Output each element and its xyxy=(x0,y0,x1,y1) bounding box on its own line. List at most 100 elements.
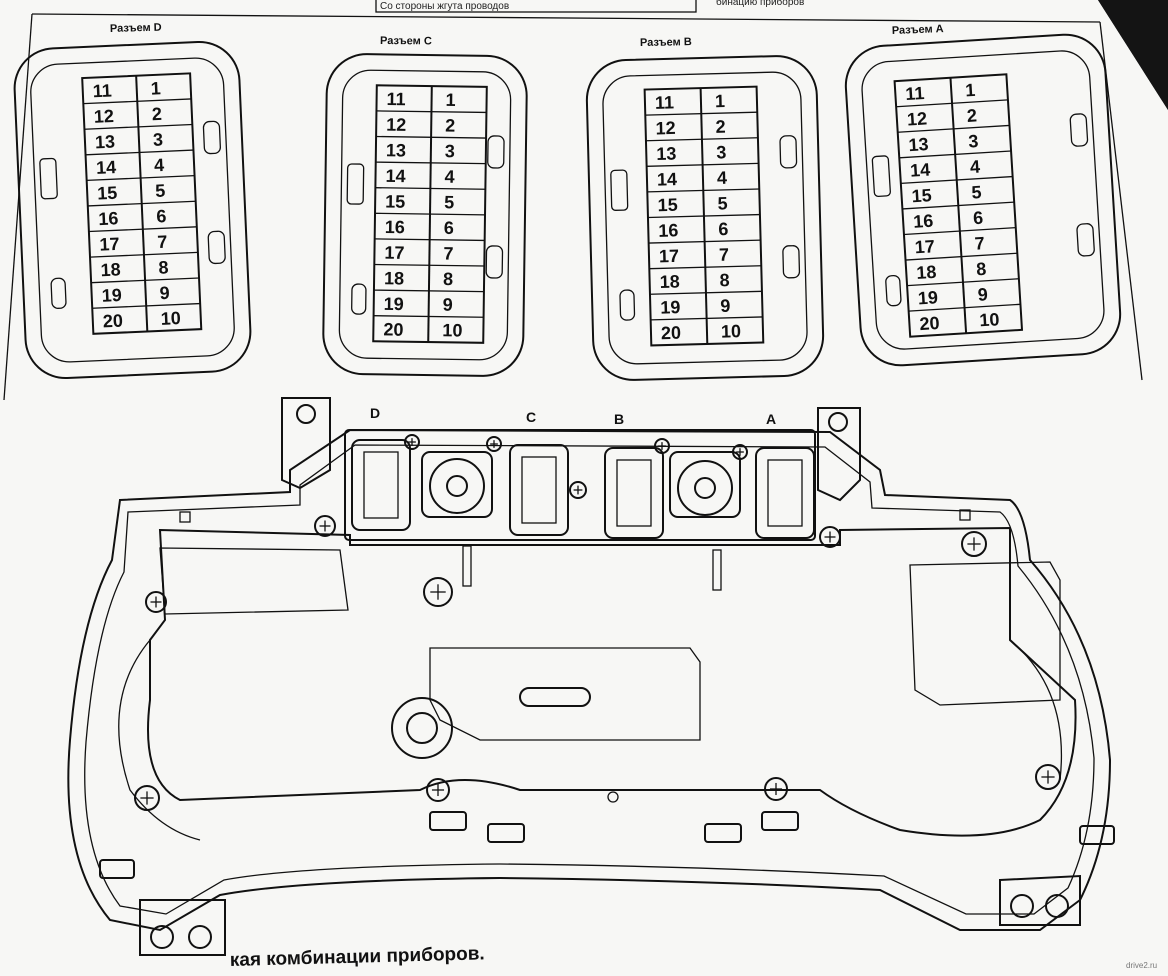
pin-number: 18 xyxy=(916,262,937,283)
connector-key-right xyxy=(202,120,221,155)
connector-key-left-lower xyxy=(885,274,902,307)
pin-number: 17 xyxy=(659,246,680,267)
pin-row-line xyxy=(905,252,1018,261)
pin-number: 16 xyxy=(98,208,119,229)
connector-latch-left xyxy=(871,155,891,198)
pin-number: 19 xyxy=(101,285,122,306)
screws xyxy=(134,434,1061,811)
watermark: drive2.ru xyxy=(1126,961,1157,970)
bottom-clip-2 xyxy=(487,823,525,843)
pin-number: 2 xyxy=(151,104,162,124)
mount-hole-left-2 xyxy=(188,925,212,949)
pin-row-line xyxy=(645,137,758,142)
left-boss-inner xyxy=(406,712,438,744)
screw-icon xyxy=(819,526,841,548)
left-boss-outer xyxy=(391,697,453,759)
receptacle-letter-a: A xyxy=(766,411,776,427)
screw-icon xyxy=(654,438,670,454)
pin-number: 10 xyxy=(979,309,1000,330)
cluster-left-bulge xyxy=(118,639,201,841)
pin-number: 6 xyxy=(444,218,454,238)
pin-number: 20 xyxy=(661,323,682,344)
pin-number: 6 xyxy=(718,219,729,239)
right-tab-hole xyxy=(828,412,848,432)
pin-number: 17 xyxy=(99,234,120,255)
pin-number: 8 xyxy=(443,269,453,289)
pin-number: 18 xyxy=(100,259,121,280)
pin-number: 16 xyxy=(658,220,679,241)
pin-number: 2 xyxy=(445,115,455,135)
connector-title: Разъем B xyxy=(640,36,692,49)
pin-row-line xyxy=(647,188,760,193)
pin-number: 13 xyxy=(386,140,406,160)
pin-row-line xyxy=(376,135,487,139)
cluster-housing-outline xyxy=(67,428,1112,932)
bottom-clip-4 xyxy=(761,811,799,831)
pin-row-line xyxy=(83,98,192,105)
connector-title: Разъем C xyxy=(380,35,432,47)
paper-shadow-edge xyxy=(1098,0,1168,110)
pin-row-line xyxy=(908,303,1021,312)
connector-key-right-lower xyxy=(1076,223,1095,257)
cluster-rear-cover xyxy=(147,526,1077,837)
pin-number: 6 xyxy=(972,208,983,229)
connector-latch-left xyxy=(346,163,365,205)
screw-icon xyxy=(426,778,450,802)
pin-number: 13 xyxy=(95,132,116,153)
pin-row-line xyxy=(899,150,1012,159)
cluster-housing-inner xyxy=(84,444,1095,915)
connector-outer-outline xyxy=(844,33,1122,367)
pin-number: 9 xyxy=(977,284,988,305)
left-tab-hole xyxy=(296,404,316,424)
receptacle-c xyxy=(509,444,569,536)
pin-number: 3 xyxy=(968,131,979,152)
pin-number: 15 xyxy=(657,195,678,216)
connector-inner-outline xyxy=(861,50,1105,350)
pin-number: 12 xyxy=(386,115,406,135)
pin-number: 4 xyxy=(969,157,980,178)
square-mark-right xyxy=(959,509,971,521)
mount-ear-right xyxy=(999,874,1081,926)
receptacle-letter-b: B xyxy=(614,411,624,427)
pin-number: 16 xyxy=(913,211,934,232)
pin-number: 5 xyxy=(717,193,728,213)
pin-number: 7 xyxy=(719,245,730,265)
screw-icon xyxy=(314,515,336,537)
pin-number: 9 xyxy=(443,295,453,315)
center-raised-plate xyxy=(429,647,701,741)
pin-number: 10 xyxy=(721,321,742,342)
pin-row-line xyxy=(85,149,194,156)
cluster-back-panel: D C B A xyxy=(67,397,1115,956)
screw-icon xyxy=(764,777,788,801)
pin-row-line xyxy=(86,175,195,182)
pin-row-line xyxy=(896,99,1008,108)
pin-number: 14 xyxy=(96,157,117,178)
pin-row-line xyxy=(84,123,193,130)
bottom-clip-3 xyxy=(704,823,742,843)
pin-number: 4 xyxy=(154,155,165,175)
pin-number: 13 xyxy=(656,144,677,165)
receptacle-letter-d: D xyxy=(370,405,380,421)
pin-number: 15 xyxy=(385,191,405,211)
pin-row-line xyxy=(88,226,197,233)
bottom-clip-5 xyxy=(99,859,135,879)
connector-inner-outline xyxy=(30,57,235,363)
connector-outer-outline xyxy=(13,40,252,380)
right-tab-bracket xyxy=(817,407,861,502)
pivot-knob-right xyxy=(669,451,741,518)
pin-number: 3 xyxy=(153,129,164,149)
pin-row-line xyxy=(649,290,762,295)
header-box-note: Со стороны жгута проводов xyxy=(380,1,509,12)
pin-row-line xyxy=(907,278,1019,287)
pin-number: 5 xyxy=(155,181,166,201)
pin-row-line xyxy=(650,316,763,321)
connector-key-left-lower xyxy=(619,289,636,321)
mount-hole-right-2 xyxy=(1045,894,1069,918)
pin-number: 11 xyxy=(92,80,112,101)
pivot-knob-left xyxy=(421,451,493,518)
pin-number: 19 xyxy=(660,297,681,318)
